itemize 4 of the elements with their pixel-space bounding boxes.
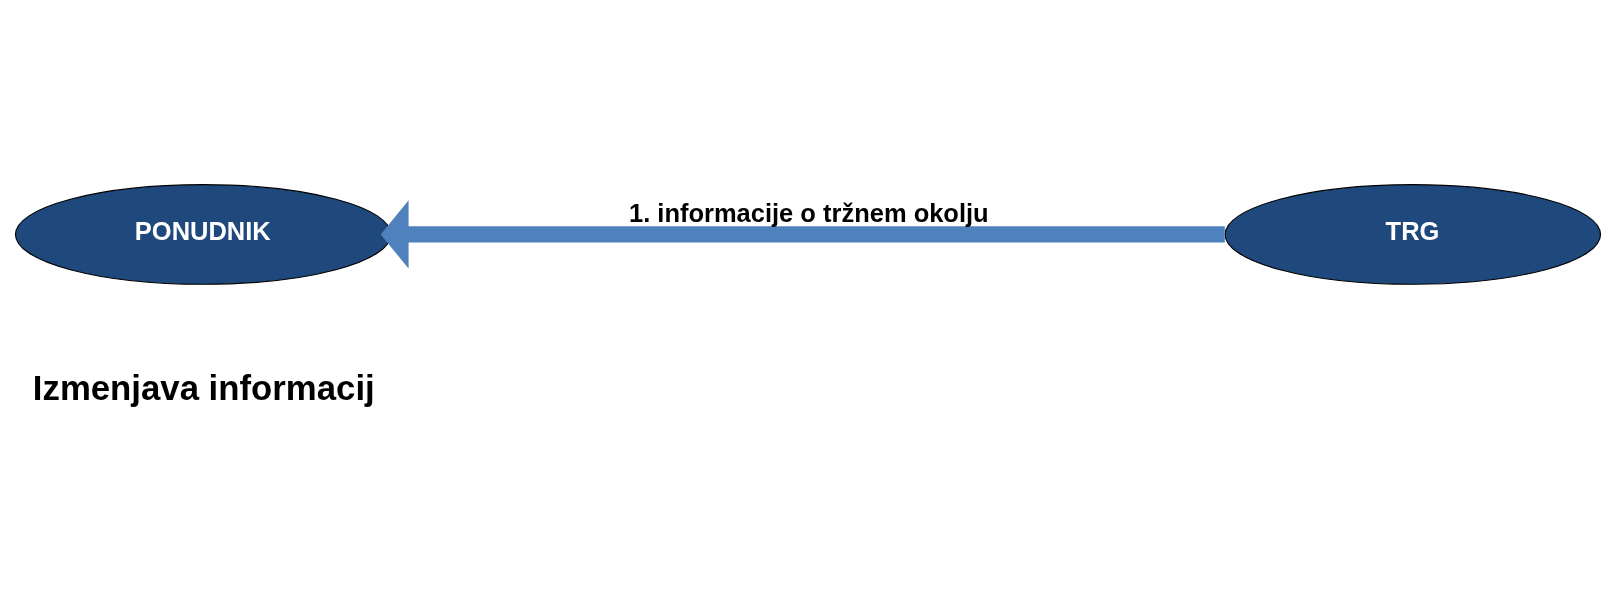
arrow [380, 200, 1225, 269]
edge-label: 1. informacije o tržnem okolju [628, 199, 989, 228]
node-ellipse: TRG [1224, 184, 1602, 285]
label: Izmenjava informacij [32, 369, 375, 408]
